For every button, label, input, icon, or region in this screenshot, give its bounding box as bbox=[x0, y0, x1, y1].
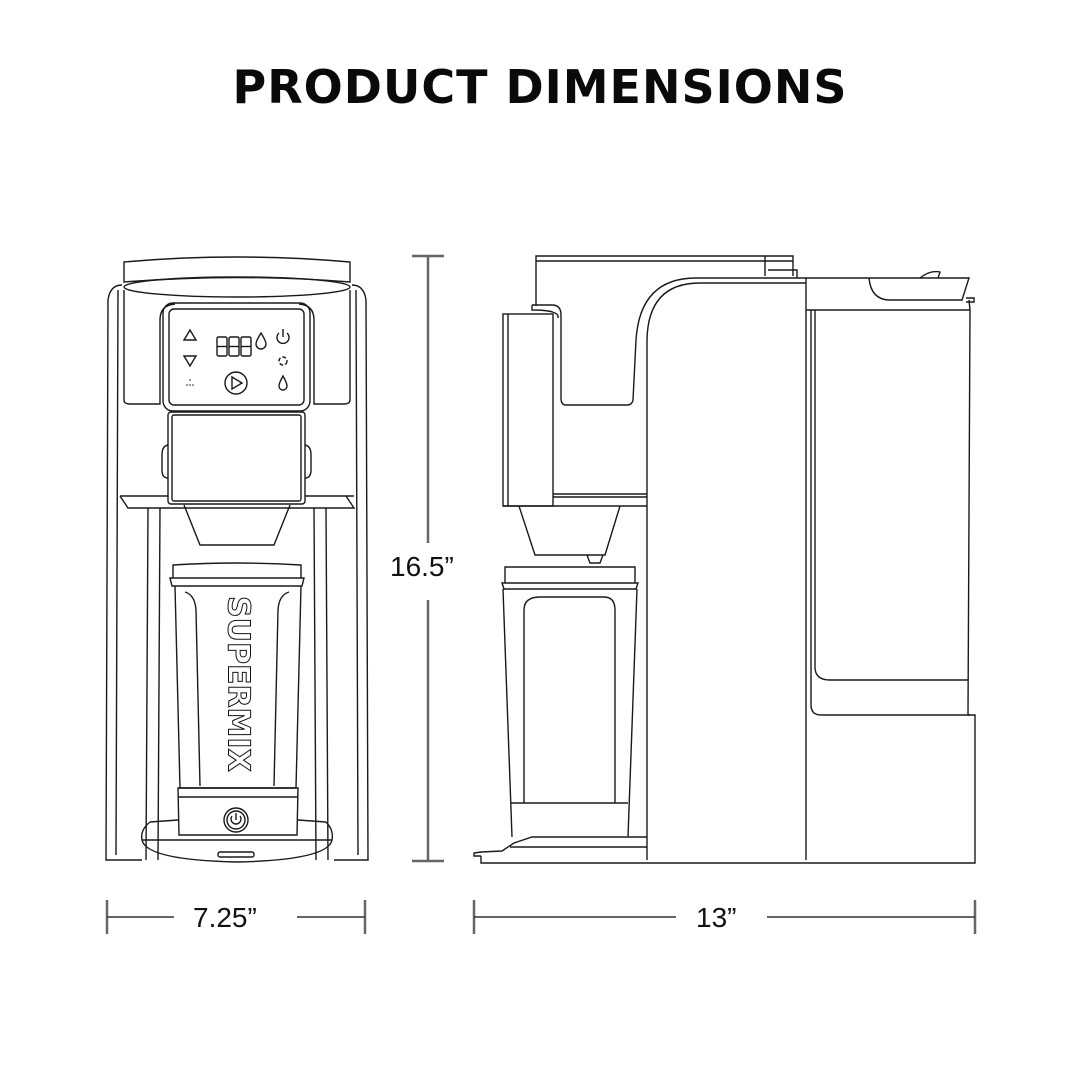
display-888 bbox=[216, 336, 252, 357]
width-label: 7.25” bbox=[187, 902, 263, 934]
water-drop-icon bbox=[278, 374, 288, 391]
depth-label: 13” bbox=[690, 902, 743, 934]
up-arrow-icon bbox=[182, 328, 198, 341]
brand-text: SUPERMIX bbox=[221, 596, 256, 772]
water-drop-icon bbox=[255, 331, 267, 350]
dots-icon bbox=[186, 379, 194, 386]
front-view: SUPERMIX bbox=[105, 256, 369, 863]
height-dimension-line bbox=[412, 254, 444, 863]
height-label: 16.5” bbox=[384, 551, 460, 583]
refresh-icon bbox=[278, 356, 288, 366]
play-icon bbox=[224, 371, 248, 395]
page-title: PRODUCT DIMENSIONS bbox=[232, 60, 848, 114]
depth-dimension-line bbox=[472, 900, 977, 934]
down-arrow-icon bbox=[182, 355, 198, 368]
side-view bbox=[473, 255, 976, 864]
control-panel-icons bbox=[182, 328, 290, 395]
width-dimension-line bbox=[105, 900, 367, 934]
power-icon bbox=[276, 329, 290, 345]
power-button-icon bbox=[223, 807, 249, 833]
